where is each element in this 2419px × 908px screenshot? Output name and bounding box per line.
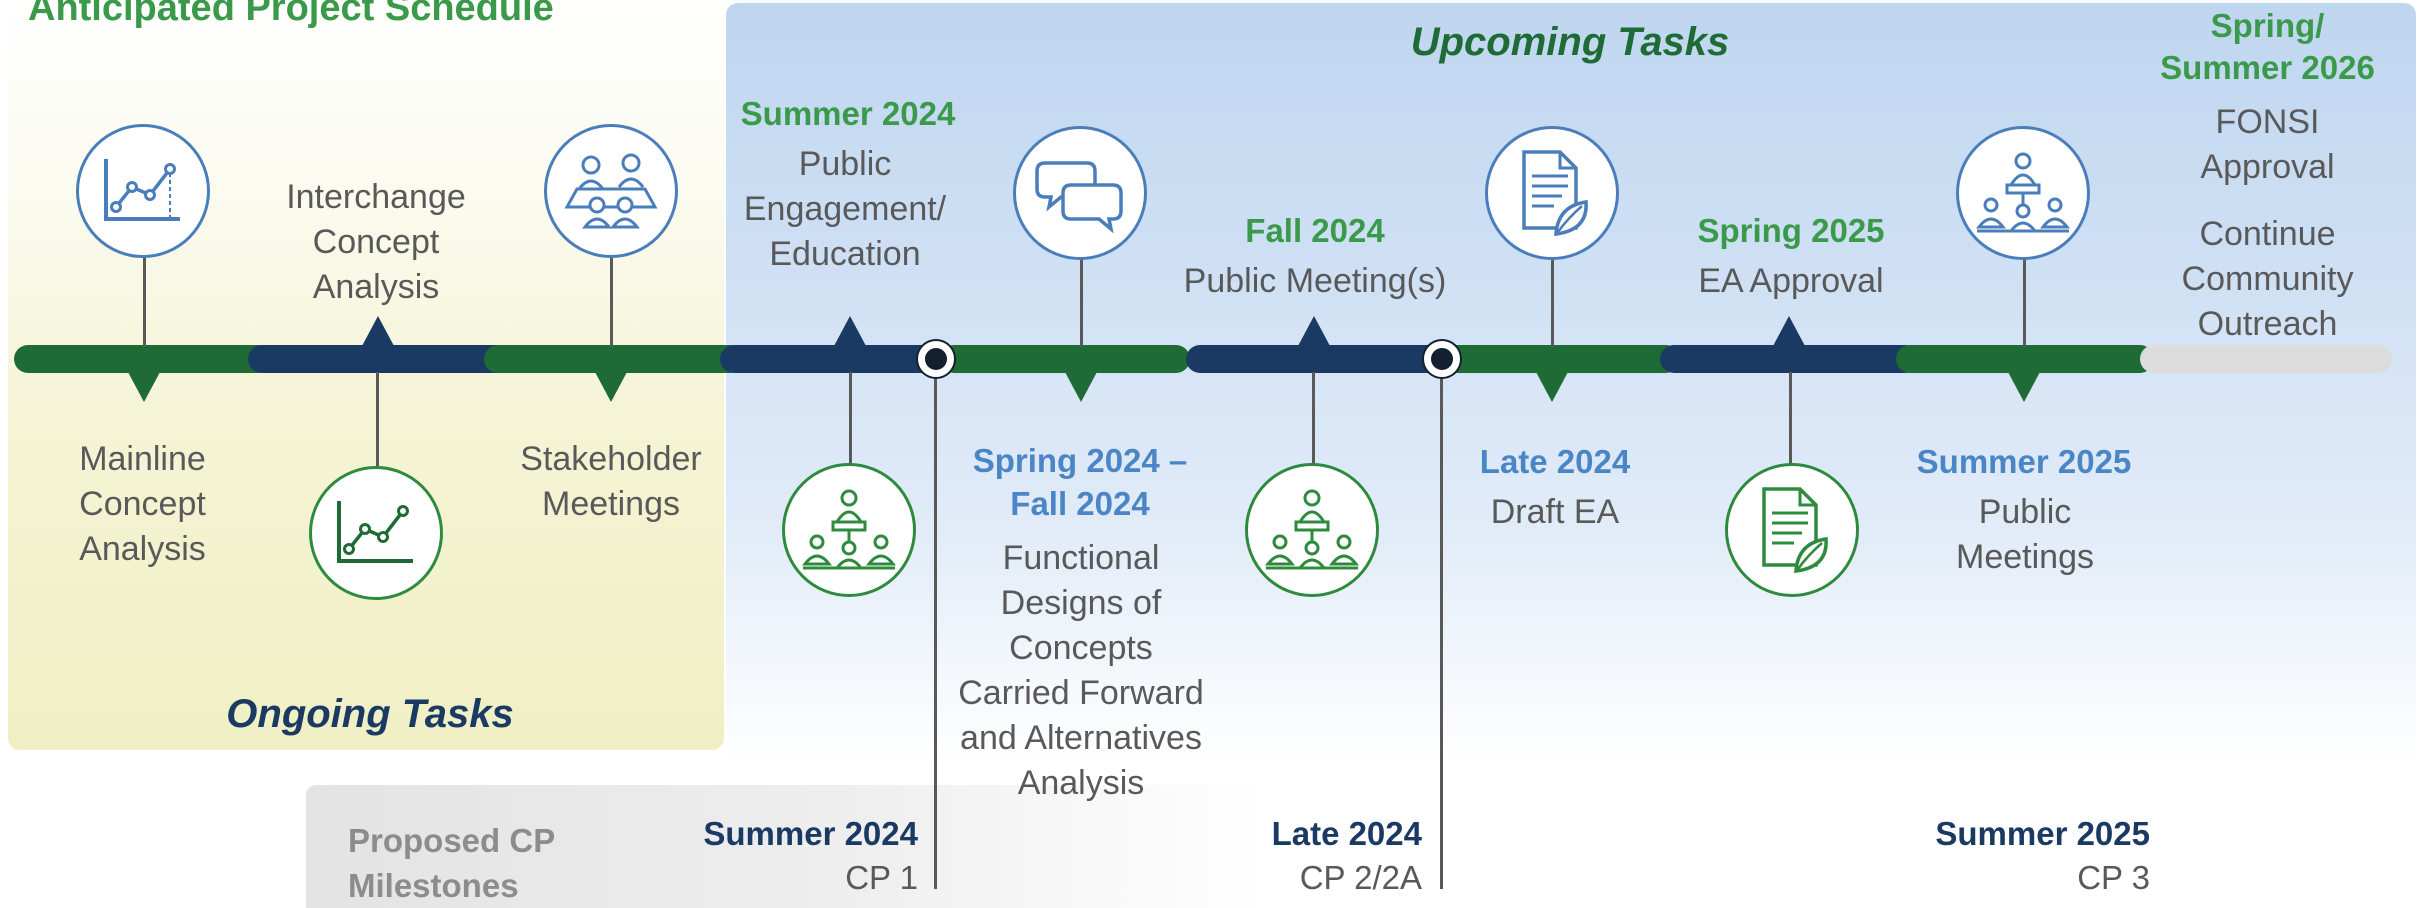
summer-2025-label: Public Meetings (1956, 493, 2094, 576)
draft-ea-label: Draft EA (1490, 493, 1620, 531)
timeline-segment-9 (1896, 345, 2154, 373)
functional-date: Spring 2024 – Fall 2024 (972, 442, 1188, 522)
pointer-draft-ea (1536, 372, 1568, 402)
chart-icon-mainline (76, 124, 210, 258)
document-leaf-icon (1485, 126, 1619, 260)
timeline-segment-1 (14, 345, 274, 373)
timeline-segment-6 (1186, 345, 1446, 373)
pointer-public-engagement (834, 316, 866, 346)
fonsi-date: Spring/ Summer 2026 (2160, 7, 2375, 86)
stem-fall-2024 (1312, 372, 1315, 468)
pointer-interchange (362, 316, 394, 346)
mainline-label: Mainline Concept Analysis (79, 440, 206, 568)
pointer-mainline (128, 372, 160, 402)
pointer-ea-approval (1773, 316, 1805, 346)
stem-cp2 (1440, 359, 1443, 889)
stem-draft-ea (1551, 255, 1554, 347)
stem-stakeholder (610, 255, 613, 347)
functional-label: Functional Designs of Concepts Carried F… (958, 539, 1204, 802)
public-engagement-label: Public Engagement/ Education (743, 145, 947, 273)
presenter-icon-fall-2024 (1245, 463, 1379, 597)
fall-2024-date: Fall 2024 (1245, 212, 1385, 249)
fall-2024-label: Public Meeting(s) (1183, 262, 1447, 300)
timeline-segment-7 (1430, 345, 1680, 373)
stem-functional (1080, 255, 1083, 347)
milestone-dot-cp1 (918, 341, 954, 377)
pointer-stakeholder (595, 372, 627, 402)
ongoing-tasks-label: Ongoing Tasks (226, 692, 514, 736)
timeline-segment-2 (248, 345, 510, 373)
timeline-segment-future (2140, 345, 2392, 373)
summer-2025-date: Summer 2025 (1916, 443, 2132, 480)
meeting-table-icon (544, 124, 678, 258)
presenter-icon-public-engagement (782, 463, 916, 597)
pointer-fall-2024 (1298, 316, 1330, 346)
ea-approval-label: EA Approval (1698, 262, 1884, 300)
stem-public-engagement (849, 372, 852, 468)
public-engagement-date: Summer 2024 (740, 95, 956, 132)
timeline-segment-5 (940, 345, 1190, 373)
chart-icon-interchange (309, 466, 443, 600)
page-title: Anticipated Project Schedule (28, 0, 554, 29)
pointer-functional (1065, 372, 1097, 402)
document-leaf-icon-ea-approval (1725, 463, 1859, 597)
stem-interchange (376, 372, 379, 468)
milestone-cp1: Summer 2024 CP 1 (703, 815, 918, 896)
stakeholder-label: Stakeholder Meetings (520, 440, 702, 523)
fonsi-label: FONSI Approval (2200, 103, 2335, 186)
timeline-segment-8 (1660, 345, 1920, 373)
speech-bubbles-icon (1013, 126, 1147, 260)
milestone-dot-cp2 (1424, 341, 1460, 377)
draft-ea-date: Late 2024 (1479, 443, 1631, 480)
stem-cp1 (934, 359, 937, 889)
milestone-cp2: Late 2024 CP 2/2A (1271, 815, 1422, 896)
presenter-audience-icon (1956, 126, 2090, 260)
cp-milestones-panel (306, 785, 1266, 908)
stem-ea-approval (1789, 372, 1792, 468)
cp-milestones-label: Proposed CP Milestones (348, 822, 556, 904)
community-outreach-label: Continue Community Outreach (2181, 215, 2354, 343)
upcoming-tasks-label: Upcoming Tasks (1410, 20, 1730, 64)
stem-mainline (143, 255, 146, 347)
interchange-label: Interchange Concept Analysis (286, 178, 466, 306)
stem-summer-2025 (2023, 255, 2026, 347)
ea-approval-date: Spring 2025 (1697, 212, 1885, 249)
timeline-segment-3 (484, 345, 744, 373)
pointer-summer-2025 (2008, 372, 2040, 402)
milestone-cp3: Summer 2025 CP 3 (1935, 815, 2150, 896)
